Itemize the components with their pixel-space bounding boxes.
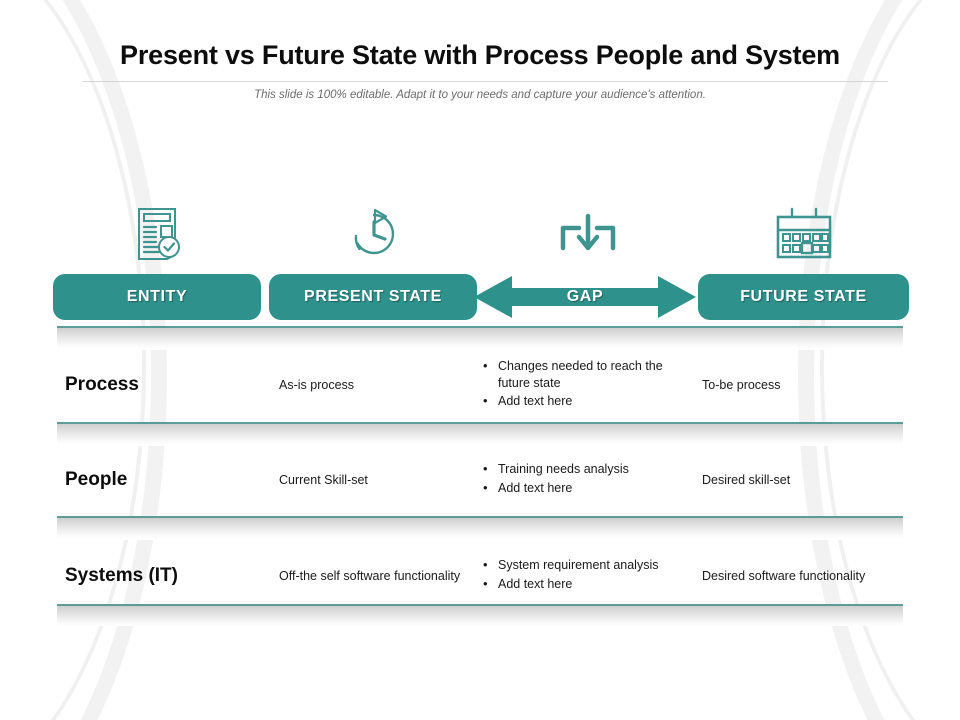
state-header-row: ENTITY PRESENT STATE GAP FUTURE STATE — [0, 274, 960, 322]
row-gap-bullets: System requirement analysis Add text her… — [481, 556, 691, 595]
row-gap-bullet: Training needs analysis — [481, 460, 691, 478]
gap-double-arrow — [474, 276, 696, 318]
header-pill-future-state[interactable]: FUTURE STATE — [698, 274, 909, 320]
row-gap-bullets: Training needs analysis Add text here — [481, 460, 691, 499]
row-divider-strip — [57, 516, 903, 540]
row-gap-bullet: Add text here — [481, 392, 691, 410]
row-entity-label: Process — [65, 374, 139, 395]
page-title: Present vs Future State with Process Peo… — [120, 40, 840, 70]
row-future-text: To-be process — [702, 377, 781, 392]
row-future-cell: Desired software functionality — [702, 538, 902, 614]
header-pill-future-state-label: FUTURE STATE — [740, 288, 867, 305]
calendar-icon — [768, 198, 840, 270]
row-gap-bullets: Changes needed to reach the future state… — [481, 357, 691, 413]
table-bottom-strip — [57, 604, 903, 626]
header-pill-entity[interactable]: ENTITY — [53, 274, 261, 320]
row-entity-label: Systems (IT) — [65, 565, 178, 586]
row-gap-cell: System requirement analysis Add text her… — [481, 538, 691, 614]
row-present-text: As-is process — [279, 377, 355, 392]
arrow-down-brackets-icon — [552, 198, 624, 270]
document-check-icon — [123, 198, 195, 270]
row-divider-strip — [57, 326, 903, 350]
row-gap-bullet: Changes needed to reach the future state — [481, 357, 691, 392]
row-entity-cell: People — [65, 444, 265, 516]
row-entity-cell: Systems (IT) — [65, 538, 265, 614]
row-present-cell: Current Skill-set — [279, 444, 469, 516]
row-present-text: Current Skill-set — [279, 472, 368, 487]
row-divider-strip — [57, 422, 903, 446]
row-entity-cell: Process — [65, 348, 265, 422]
table-row: People Current Skill-set Training needs … — [57, 422, 903, 516]
header-pill-entity-label: ENTITY — [126, 288, 188, 305]
title-divider — [82, 81, 888, 82]
row-future-text: Desired software functionality — [702, 568, 866, 583]
row-gap-bullet: Add text here — [481, 575, 691, 593]
row-gap-cell: Changes needed to reach the future state… — [481, 348, 691, 422]
row-gap-bullet: System requirement analysis — [481, 556, 691, 574]
row-entity-label: People — [65, 469, 128, 490]
gap-label: GAP — [566, 288, 604, 305]
icon-row — [0, 198, 960, 270]
row-future-cell: Desired skill-set — [702, 444, 902, 516]
clock-rotate-icon — [338, 198, 410, 270]
table-row: Process As-is process Changes needed to … — [57, 326, 903, 422]
row-gap-bullet: Add text here — [481, 479, 691, 497]
row-present-cell: As-is process — [279, 348, 469, 422]
table-row: Systems (IT) Off-the self software funct… — [57, 516, 903, 614]
row-future-text: Desired skill-set — [702, 472, 791, 487]
page-subtitle: This slide is 100% editable. Adapt it to… — [254, 89, 706, 101]
header-pill-present-state-label: PRESENT STATE — [304, 288, 442, 305]
row-gap-cell: Training needs analysis Add text here — [481, 444, 691, 516]
row-present-cell: Off-the self software functionality — [279, 538, 469, 614]
row-present-text: Off-the self software functionality — [279, 568, 461, 583]
row-future-cell: To-be process — [702, 348, 902, 422]
header-pill-present-state[interactable]: PRESENT STATE — [269, 274, 477, 320]
